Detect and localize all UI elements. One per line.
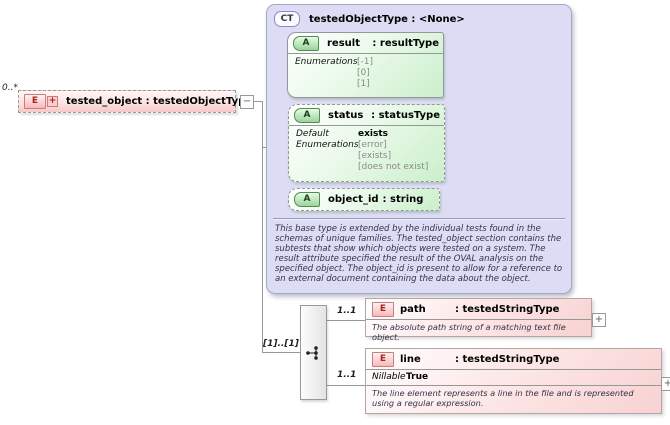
divider [366,319,591,320]
complex-type-documentation: This base type is extended by the indivi… [275,224,563,284]
element-icon: E [24,94,46,109]
cardinality-sequence: [1]..[1] [263,339,299,349]
element-header: E line : testedStringType [366,349,661,369]
divider [366,385,661,386]
cardinality-line: 1..1 [337,370,357,380]
nillable-row: Nillable True [366,370,661,385]
element-icon: E [372,301,394,317]
element-line[interactable]: E line : testedStringType Nillable True … [365,348,662,414]
attribute-type: : resultType [372,37,439,49]
attribute-icon: A [294,107,320,123]
element-documentation: The line element represents a line in th… [372,388,634,408]
element-plus-icon: E + [24,94,58,109]
element-type: : testedStringType [455,303,560,315]
complex-type-title: testedObjectType : <None> [309,13,465,25]
complex-type-header: CT testedObjectType : <None> [267,5,571,27]
expand-toggle-path[interactable]: + [592,313,606,327]
facet-label: Enumerations [296,140,359,150]
element-path[interactable]: E path : testedStringType The absolute p… [365,298,592,342]
element-name: line [400,353,421,365]
facet-values: [-1] [0] [1] [357,57,373,89]
attribute-type: : string [382,193,424,205]
sequence-icon [305,345,318,360]
nillable-label: Nillable [372,372,406,382]
divider [288,53,443,54]
complex-type-testedObjectType[interactable]: CT testedObjectType : <None> A result : … [266,4,572,294]
attribute-name: object_id [328,193,379,205]
attribute-header: A result : resultType [288,33,443,53]
attribute-name: result [327,37,360,49]
divider [273,218,565,220]
element-type: : testedStringType [455,353,560,365]
facet-values: [error] [exists] [does not exist] [358,140,429,172]
attribute-icon: A [293,35,319,51]
attribute-status[interactable]: A status : statusType Default exists Enu… [288,104,445,182]
collapse-toggle[interactable]: − [240,95,254,109]
attribute-facets: Default exists Enumerations [error] [exi… [289,126,444,175]
attribute-result[interactable]: A result : resultType Enumerations [-1] … [287,32,444,98]
element-header: E path : testedStringType [366,299,591,319]
facet-label: Enumerations [295,57,358,67]
connector-line [325,385,365,386]
divider [289,125,444,126]
connector-line [262,101,263,352]
facet-label: Default [296,129,329,139]
complex-type-icon: CT [274,11,300,27]
nillable-value: True [406,372,429,382]
connector-line [253,101,262,102]
attribute-facets: Enumerations [-1] [0] [1] [288,54,443,92]
connector-line [325,320,365,321]
attribute-icon: A [294,191,320,207]
attribute-name: status [328,109,364,121]
facet-values: exists [358,129,389,139]
element-documentation: The absolute path string of a matching t… [372,322,566,342]
attribute-header: A object_id : string [289,189,439,209]
attribute-type: : statusType [371,109,440,121]
element-name: path [400,303,426,315]
element-tested-object[interactable]: E + tested_object : testedObjectType [18,90,252,113]
divider [366,369,661,370]
element-label: tested_object : testedObjectType [66,96,253,107]
cardinality-root: 0..* [2,83,18,93]
connector-line [262,352,300,353]
expand-toggle-line[interactable]: + [661,377,670,391]
sequence-compositor[interactable] [300,305,327,400]
plus-badge-icon: + [47,96,58,107]
element-icon: E [372,351,394,367]
attribute-header: A status : statusType [289,105,444,125]
cardinality-path: 1..1 [337,306,357,316]
attribute-object-id[interactable]: A object_id : string [288,188,440,211]
